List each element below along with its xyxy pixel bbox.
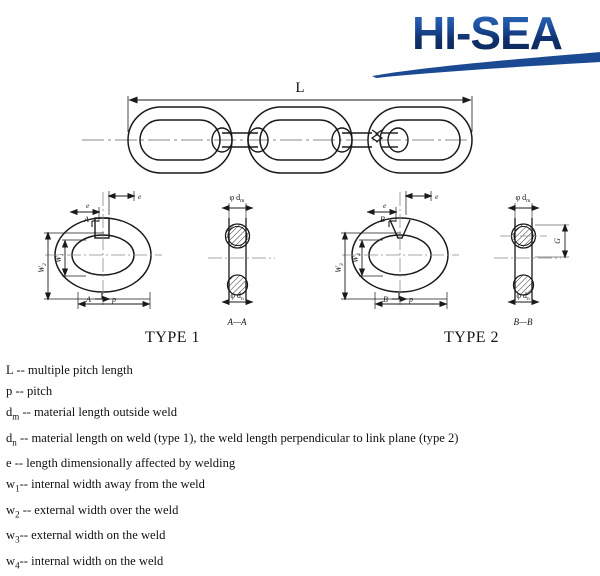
logo-swoosh-icon <box>372 52 600 78</box>
legend-symbol-subscript: m <box>12 411 20 422</box>
type2-label-w-inner: W4 <box>351 253 362 263</box>
legend-item: w3-- external width on the weld <box>6 525 596 551</box>
type1-label-A-top: A <box>83 215 89 224</box>
type1-dimension-w-outer: W2 <box>37 231 150 301</box>
section-aa-bar-circle <box>226 274 249 296</box>
dimension-label-L: L <box>295 80 304 96</box>
type1-dimension-pitch: A p <box>77 292 151 309</box>
section-bb-dimension-top: φ dm <box>507 193 540 225</box>
legend-description: -- material length outside weld <box>19 405 178 419</box>
type1-label-e-top: e <box>138 192 142 201</box>
legend-symbol: w <box>6 528 16 543</box>
section-aa-dimension-bottom: φ dn <box>221 291 254 306</box>
section-bb-label-top: φ dm <box>516 193 532 204</box>
legend-description: -- multiple pitch length <box>13 363 133 377</box>
section-bb-label-height: G <box>553 238 562 244</box>
legend-symbol: p <box>6 384 13 398</box>
type1-dimension-w-inner: W1 <box>54 239 86 277</box>
legend-item: w4-- internal width on the weld <box>6 551 596 576</box>
type2-link-front-view <box>342 192 459 305</box>
legend-item: e -- length dimensionally affected by we… <box>6 453 596 474</box>
legend-description: -- material length on weld (type 1), the… <box>16 430 459 445</box>
section-bb-dimension-height: G <box>535 223 569 259</box>
legend-symbol: L <box>6 363 14 377</box>
legend-symbol: e <box>6 456 12 471</box>
legend-symbol: d <box>6 405 13 419</box>
section-bb-dimension-bottom: φ dn <box>507 291 540 306</box>
legend-item: L -- multiple pitch length <box>6 360 596 381</box>
section-bb-bar-circle <box>512 274 535 296</box>
section-bb-caption: B—B <box>514 317 534 327</box>
chain-link-4-edge <box>331 127 409 153</box>
section-a-a-view: φ dm φ dn A—A <box>208 193 275 327</box>
legend-symbol: d <box>6 430 13 445</box>
type2-section-mark-B-top: B <box>380 215 396 227</box>
section-b-b-view: φ dm G φ dn B—B <box>494 193 569 327</box>
legend-item: p -- pitch <box>6 381 596 402</box>
type1-label-w-inner: W1 <box>54 253 65 263</box>
type2-dimension-pitch: B p <box>374 292 448 309</box>
type2-label-e-left: e <box>383 201 387 210</box>
type1-label-pitch: p <box>111 295 116 304</box>
legend-symbol-subscript: n <box>12 437 17 448</box>
section-aa-label-top: φ dm <box>230 193 246 204</box>
type1-dimension-e-top: e <box>107 191 142 215</box>
type1-section-mark-A-top: A <box>83 215 99 227</box>
type-1-caption: TYPE 1 <box>145 329 200 346</box>
type2-dimension-w-outer: W3 <box>334 231 447 301</box>
type1-label-e-left: e <box>86 201 90 210</box>
type-2-drawing: e e B W3 W4 <box>334 191 459 309</box>
legend-item: w2 -- external width over the weld <box>6 500 596 526</box>
type1-weld-boss <box>94 217 110 239</box>
legend-description: -- length dimensionally affected by weld… <box>11 456 236 471</box>
section-aa-dimension-top: φ dm <box>221 193 254 225</box>
legend-symbol-subscript: 1 <box>15 483 20 494</box>
type1-link-front-view <box>45 192 162 305</box>
legend-description: -- external width on the weld <box>19 528 166 543</box>
type2-label-pitch: p <box>408 295 413 304</box>
type2-label-B-top: B <box>380 215 385 224</box>
legend-description: -- external width over the weld <box>19 502 179 517</box>
type2-label-e-top: e <box>435 192 439 201</box>
legend-symbol-subscript: 2 <box>15 509 20 520</box>
section-aa-label-bottom: φ dn <box>230 291 244 302</box>
legend-item: dn -- material length on weld (type 1), … <box>6 428 596 454</box>
legend-symbol: w <box>6 477 16 492</box>
type2-label-w-outer: W3 <box>334 263 345 273</box>
section-bb-label-bottom: φ dn <box>516 291 530 302</box>
type1-label-w-outer: W2 <box>37 263 48 273</box>
technical-drawing-page: HI-SEA <box>6 8 600 570</box>
legend-description: -- internal width away from the weld <box>19 477 205 492</box>
chain-link-engineering-drawing: L e <box>37 80 569 327</box>
section-aa-caption: A—A <box>227 317 248 327</box>
type2-dimension-e-top: e <box>404 191 439 215</box>
logo-wordmark: HI-SEA <box>378 8 596 58</box>
type2-dimension-e-left: e <box>366 201 398 222</box>
type1-dimension-e-left: e <box>69 201 101 222</box>
chain-top-view: L <box>82 80 473 174</box>
legend-symbol: w <box>6 502 16 517</box>
type2-label-B-bottom: B <box>383 295 388 304</box>
legend-description: -- pitch <box>12 384 53 398</box>
legend-item: w1-- internal width away from the weld <box>6 474 596 500</box>
type-1-drawing: e e A W2 <box>37 191 162 309</box>
legend-symbol: w <box>6 553 16 568</box>
hi-sea-logo: HI-SEA <box>372 8 600 78</box>
chain-link-2-edge <box>211 127 269 153</box>
type-2-caption: TYPE 2 <box>444 329 499 346</box>
legend-item: dm -- material length outside weld <box>6 402 596 428</box>
section-aa-weld-circle <box>224 223 251 249</box>
legend-description: -- internal width on the weld <box>19 553 164 568</box>
type1-label-A-bottom: A <box>85 295 91 304</box>
type2-dimension-w-inner: W4 <box>351 239 383 277</box>
